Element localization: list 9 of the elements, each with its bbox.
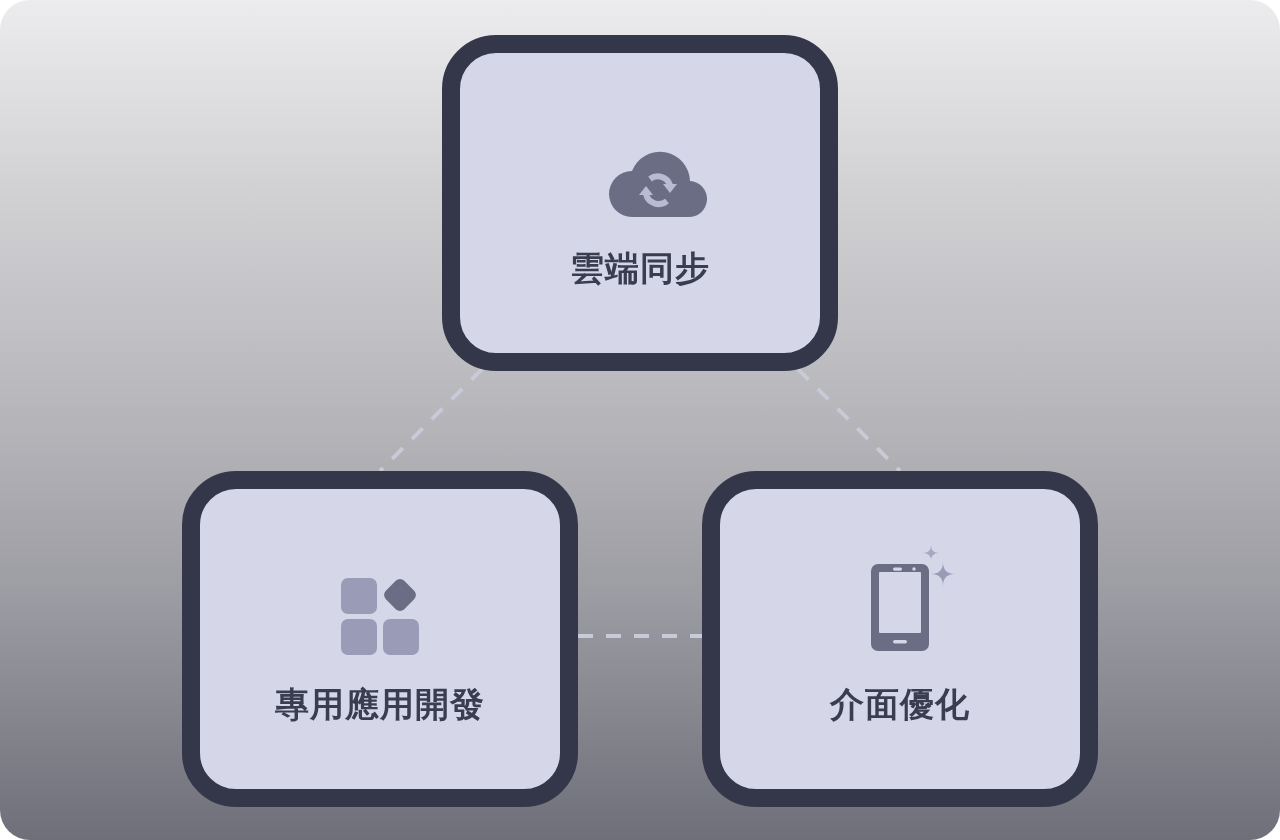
- feature-card: [182, 471, 578, 807]
- feature-title: 專用應用開發: [275, 684, 485, 724]
- dashed-connector: [578, 634, 702, 638]
- feature-card: [442, 35, 838, 371]
- feature-card: [702, 471, 1098, 807]
- feature-title: 介面優化: [830, 684, 970, 724]
- feature-title: 雲端同步: [570, 248, 710, 288]
- dashed-connector: [796, 367, 902, 473]
- dashed-connector: [378, 367, 484, 473]
